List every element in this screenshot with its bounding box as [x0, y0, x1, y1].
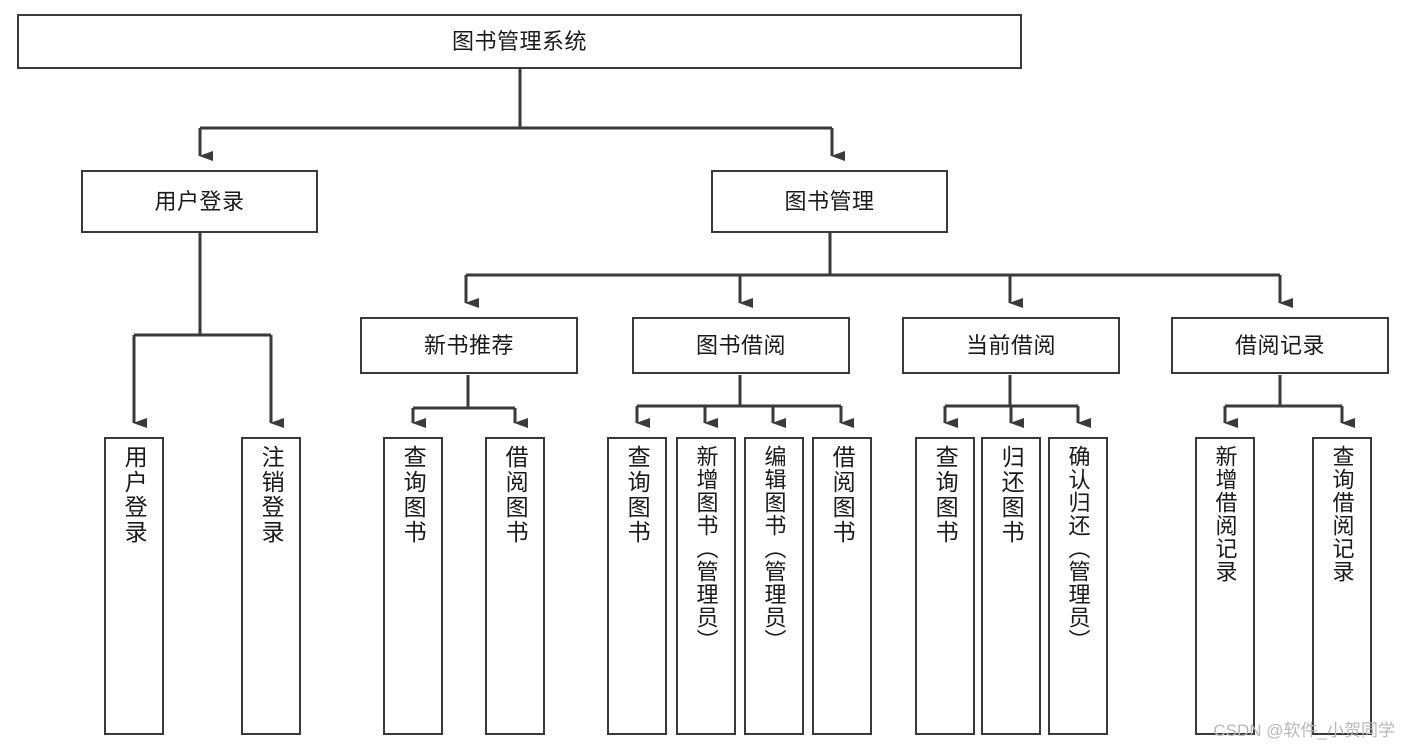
node-label: 借阅记录	[1234, 332, 1325, 358]
node-leaf-edit-book-admin[interactable]: 编辑图书（管理员）	[744, 437, 804, 735]
node-leaf-add-book-admin[interactable]: 新增图书（管理员）	[676, 437, 736, 735]
node-label: 新增借阅记录	[1212, 445, 1238, 583]
node-label: 借阅图书	[502, 445, 529, 545]
node-label: 编辑图书（管理员）	[761, 445, 787, 652]
node-label: 图书借阅	[695, 332, 786, 358]
node-label: 新书推荐	[423, 332, 514, 358]
node-leaf-query-book-recommend[interactable]: 查询图书	[383, 437, 443, 735]
node-new-book-recommend[interactable]: 新书推荐	[360, 317, 578, 374]
node-leaf-borrow-book-recommend[interactable]: 借阅图书	[485, 437, 545, 735]
node-label: 新增图书（管理员）	[693, 445, 719, 652]
node-label: 查询图书	[932, 445, 959, 545]
node-borrow-record[interactable]: 借阅记录	[1171, 317, 1389, 374]
node-leaf-query-book-current[interactable]: 查询图书	[915, 437, 975, 735]
node-label: 图书管理系统	[451, 28, 587, 54]
node-book-management[interactable]: 图书管理	[711, 170, 948, 233]
node-user-login[interactable]: 用户登录	[81, 170, 318, 233]
node-label: 查询图书	[400, 445, 427, 545]
node-leaf-user-login[interactable]: 用户登录	[104, 437, 164, 735]
node-leaf-add-borrow-record[interactable]: 新增借阅记录	[1195, 437, 1255, 735]
node-label: 当前借阅	[965, 332, 1056, 358]
node-current-borrow[interactable]: 当前借阅	[902, 317, 1120, 374]
node-leaf-query-book-borrow[interactable]: 查询图书	[607, 437, 667, 735]
node-label: 图书管理	[784, 188, 875, 214]
node-root-system[interactable]: 图书管理系统	[17, 14, 1022, 69]
node-leaf-borrow-book[interactable]: 借阅图书	[812, 437, 872, 735]
node-leaf-query-borrow-record[interactable]: 查询借阅记录	[1312, 437, 1372, 735]
node-label: 用户登录	[154, 188, 245, 214]
node-leaf-confirm-return-admin[interactable]: 确认归还（管理员）	[1048, 437, 1108, 735]
node-leaf-logout[interactable]: 注销登录	[241, 437, 301, 735]
node-label: 查询图书	[624, 445, 651, 545]
node-label: 借阅图书	[829, 445, 856, 545]
csdn-watermark: CSDN @软件_小贺同学	[1213, 721, 1395, 740]
node-label: 查询借阅记录	[1329, 445, 1355, 583]
node-label: 用户登录	[121, 445, 148, 545]
node-label: 注销登录	[258, 445, 285, 545]
node-label: 确认归还（管理员）	[1065, 445, 1091, 652]
node-label: 归还图书	[998, 445, 1025, 545]
node-book-borrow[interactable]: 图书借阅	[632, 317, 850, 374]
node-leaf-return-book[interactable]: 归还图书	[981, 437, 1041, 735]
